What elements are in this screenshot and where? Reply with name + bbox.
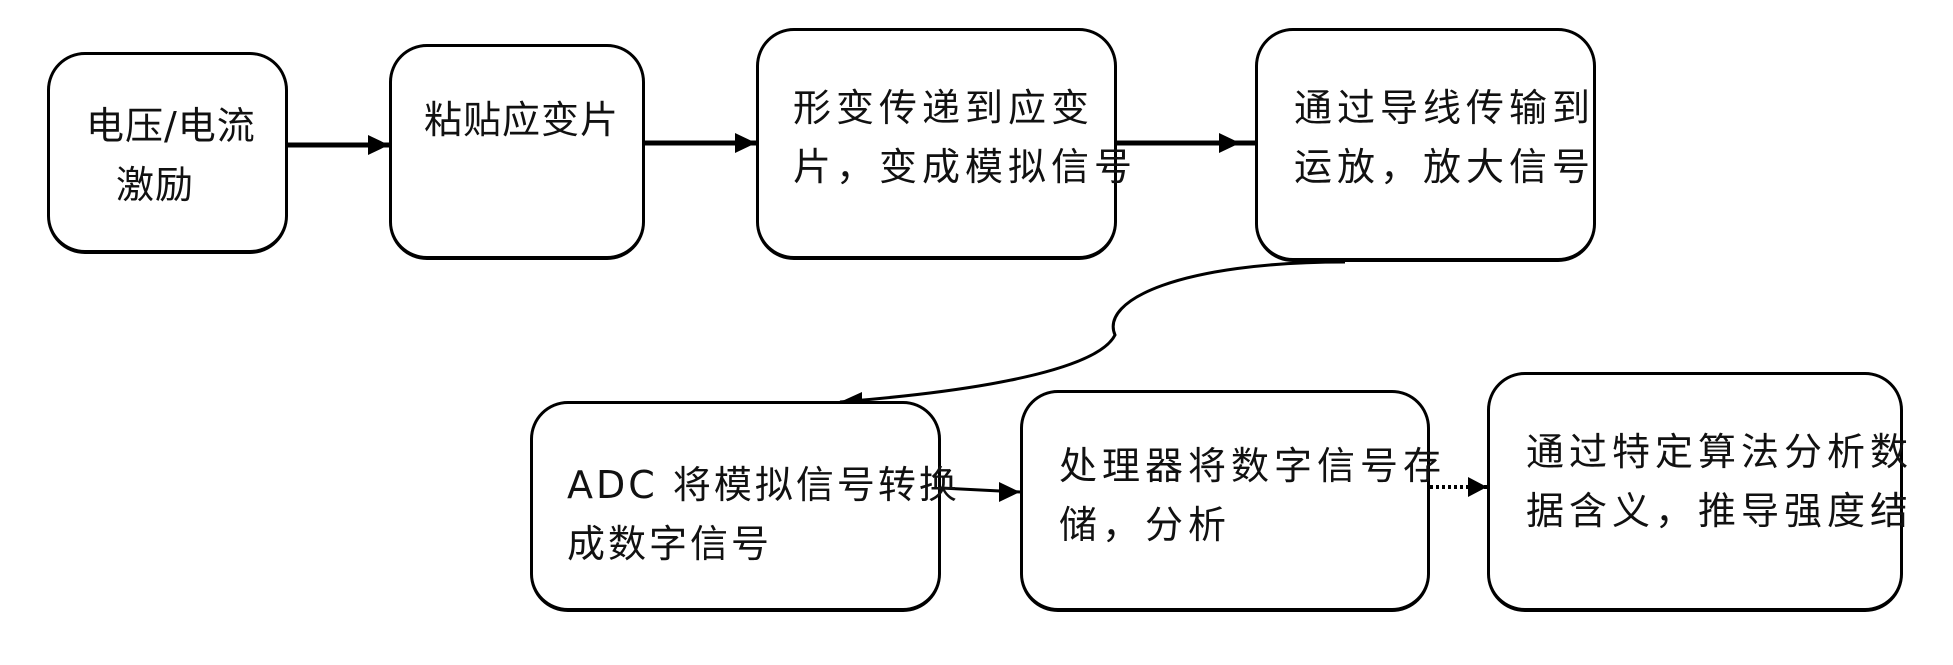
node-attach-strain-gauge-line-1: 粘贴应变片: [424, 98, 620, 142]
node-algorithm-analysis-line-2: 据含义，推导强度结: [1526, 488, 1914, 533]
node-amplify-signal-line-1: 通过导线传输到: [1294, 86, 1596, 130]
node-attach-strain-gauge: 粘贴应变片: [389, 44, 645, 260]
node-adc-conversion-line-2: 成数字信号: [567, 521, 773, 566]
node-deformation-to-analog: 形变传递到应变 片，变成模拟信号: [756, 28, 1138, 260]
node-amplify-signal-line-2: 运放，放大信号: [1294, 144, 1596, 189]
node-adc-conversion-line-1: ADC 将模拟信号转换: [567, 463, 960, 507]
arrowhead-n6-n7: [1468, 477, 1487, 497]
node-excitation-line-1: 电压/电流: [86, 104, 256, 148]
node-excitation: 电压/电流 激励: [47, 52, 288, 254]
node-processor-store: 处理器将数字信号存 储，分析: [1020, 390, 1447, 612]
node-algorithm-analysis-line-1: 通过特定算法分析数: [1526, 430, 1914, 474]
node-processor-store-line-2: 储，分析: [1059, 502, 1232, 547]
node-amplify-signal: 通过导线传输到 运放，放大信号: [1255, 28, 1596, 262]
node-processor-store-line-1: 处理器将数字信号存: [1059, 444, 1447, 488]
edge-n4-n5: [839, 260, 1346, 404]
arrowhead-n5-n6: [999, 482, 1020, 502]
arrowhead-n1-n2: [368, 135, 389, 155]
node-algorithm-analysis: 通过特定算法分析数 据含义，推导强度结: [1487, 372, 1914, 612]
node-adc-conversion: ADC 将模拟信号转换 成数字信号: [530, 401, 960, 612]
node-deformation-to-analog-line-1: 形变传递到应变: [793, 86, 1095, 130]
node-excitation-line-2: 激励: [116, 162, 195, 207]
node-deformation-to-analog-line-2: 片，变成模拟信号: [793, 144, 1138, 189]
arrowhead-n2-n3: [735, 133, 756, 153]
arrowhead-n3-n4: [1219, 133, 1240, 153]
